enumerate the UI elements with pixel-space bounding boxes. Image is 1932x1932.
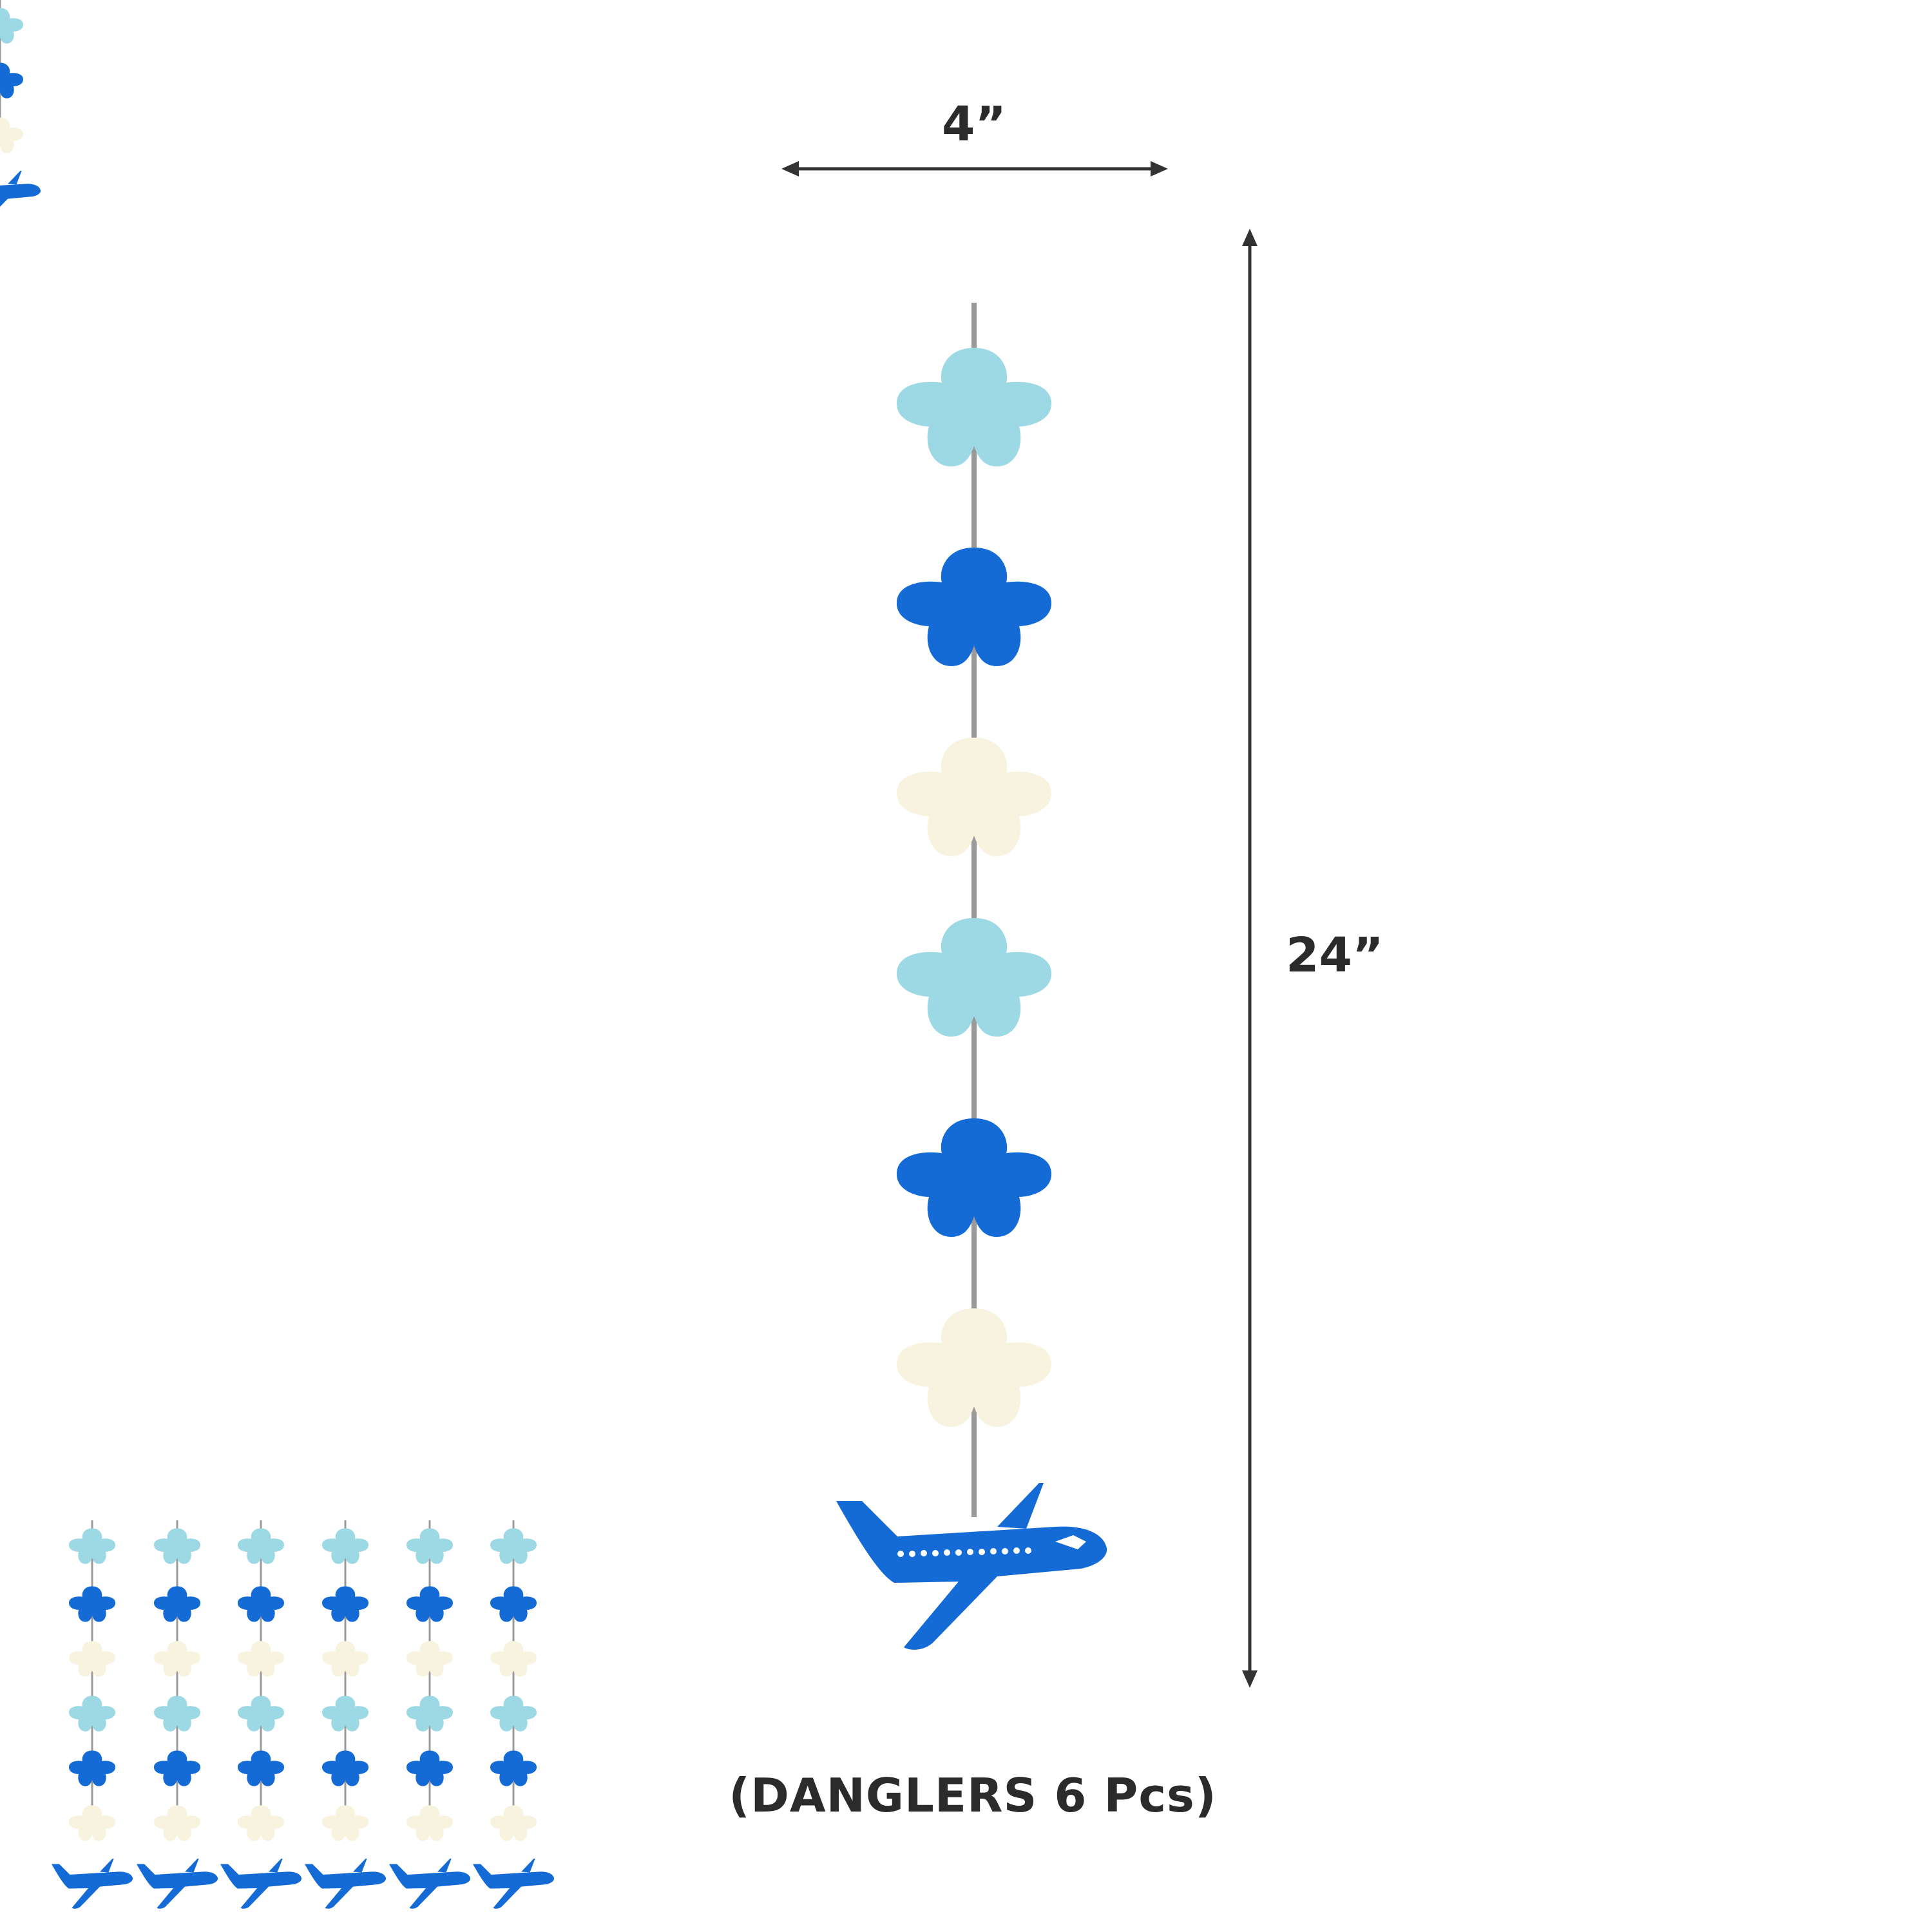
cloud-light-blue-icon bbox=[0, 8, 24, 44]
dangler-set-thumbnail bbox=[0, 0, 554, 1909]
mini-dangler bbox=[137, 1520, 218, 1909]
cloud-cream-icon bbox=[0, 117, 24, 153]
main-dangler bbox=[836, 303, 1107, 1650]
cloud-blue-icon bbox=[0, 62, 24, 99]
width-dimension-arrow bbox=[781, 161, 1168, 177]
mini-dangler bbox=[473, 1520, 554, 1909]
airplane-icon bbox=[0, 171, 41, 221]
mini-dangler bbox=[0, 0, 41, 221]
mini-dangler bbox=[305, 1520, 386, 1909]
airplane-icon bbox=[836, 1483, 1107, 1650]
product-caption: (DANGLERS 6 Pcs) bbox=[729, 1768, 1217, 1822]
height-dimension-arrow bbox=[1242, 229, 1258, 1688]
height-label: 24” bbox=[1286, 928, 1384, 983]
mini-dangler bbox=[389, 1520, 470, 1909]
mini-dangler bbox=[52, 1520, 133, 1909]
mini-dangler bbox=[220, 1520, 301, 1909]
